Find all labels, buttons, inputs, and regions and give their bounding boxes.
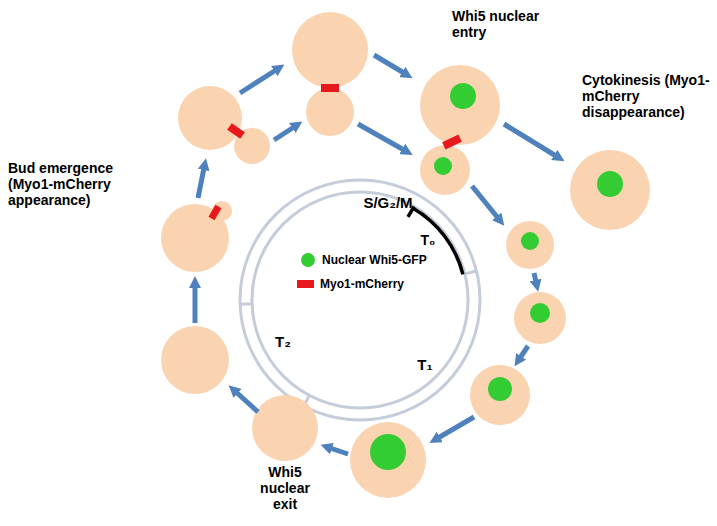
legend-entry: Myo1-mCherry — [296, 276, 404, 292]
legend-swatch — [296, 276, 314, 292]
phase-label: T₂ — [275, 333, 291, 350]
event-label: Cytokinesis (Myo1-mCherry disappearance) — [582, 72, 712, 120]
yeast-cells — [161, 12, 650, 498]
legend-entry: Nuclear Whi5-GFP — [298, 252, 427, 268]
event-label: Whi5 nuclear entry — [452, 8, 562, 40]
legend-swatch — [298, 252, 316, 268]
phase-label: S/G₂/M — [363, 194, 412, 211]
progression-arrows — [195, 55, 556, 454]
legend-text: Nuclear Whi5-GFP — [322, 253, 427, 267]
myo1-mcherry-ring — [208, 84, 461, 220]
legend-text: Myo1-mCherry — [320, 277, 404, 291]
cycle-ring — [240, 180, 480, 420]
event-label: Bud emergence (Myo1-mCherry appearance) — [8, 160, 148, 208]
nuclear-whi5-gfp — [370, 83, 623, 470]
phase-label: T₁ — [417, 356, 432, 373]
phase-label: T₀ — [421, 232, 436, 248]
event-label: Whi5 nuclear exit — [250, 464, 320, 512]
